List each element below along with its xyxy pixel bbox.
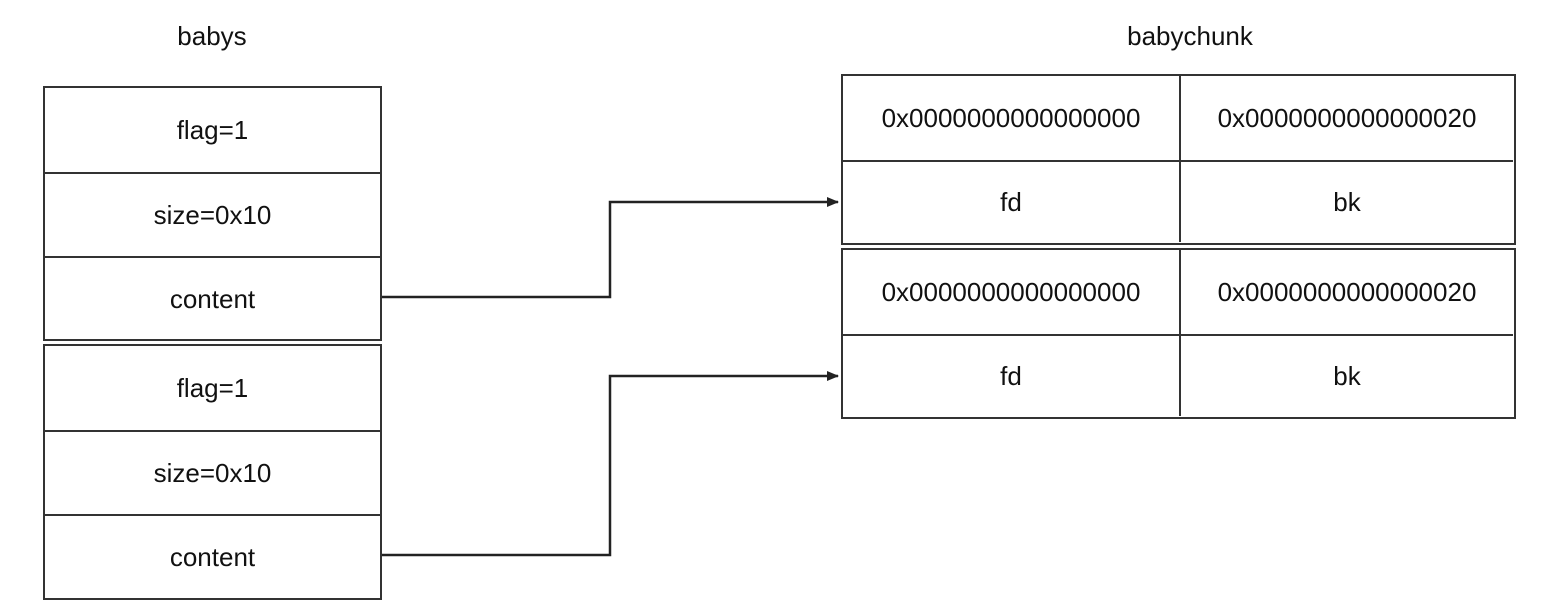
babys-struct-1: flag=1 size=0x10 content [43,344,382,600]
babys-content-cell: content [45,514,380,598]
babychunk-1: 0x0000000000000000 0x0000000000000020 fd… [841,248,1516,419]
babys-struct-0: flag=1 size=0x10 content [43,86,382,341]
babys-flag-cell: flag=1 [176,372,249,403]
chunk-bk-cell: bk [1179,160,1513,242]
content-to-chunk-1-arrow [382,371,839,557]
babys-title: babys [177,21,247,51]
chunk-prev-size-cell: 0x0000000000000000 [881,102,1141,133]
babychunk-title: babychunk [1127,21,1253,51]
chunk-fd-cell: fd [843,160,1179,242]
chunk-size-cell: 0x0000000000000020 [1179,76,1513,160]
chunk-bk-cell: bk [1179,334,1513,416]
babys-content-cell: content [45,256,380,340]
chunk-fd-cell: fd [843,334,1179,416]
babys-flag-cell: flag=1 [176,114,249,145]
chunk-prev-size-cell: 0x0000000000000000 [881,276,1141,307]
chunk-size-cell: 0x0000000000000020 [1179,250,1513,334]
babys-size-cell: size=0x10 [45,172,380,256]
content-to-chunk-0-arrow [382,197,839,299]
babychunk-0: 0x0000000000000000 0x0000000000000020 fd… [841,74,1516,245]
babys-size-cell: size=0x10 [45,430,380,514]
